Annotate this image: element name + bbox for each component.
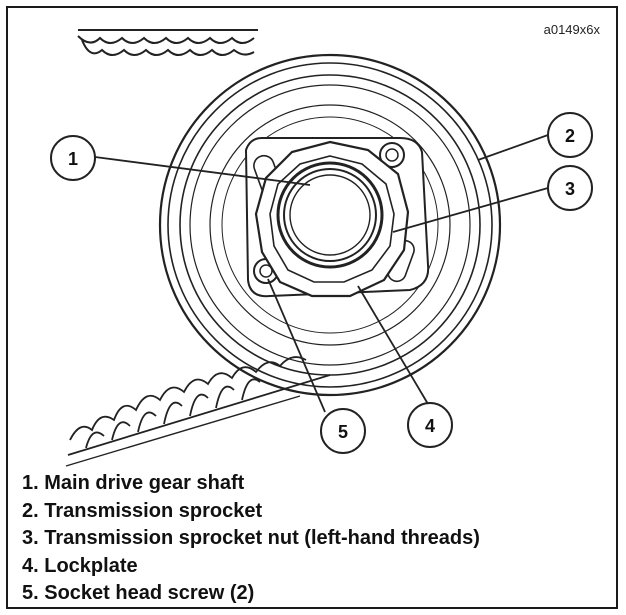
main-drive-gear-shaft [276,161,384,269]
legend-item: 2. Transmission sprocket [22,499,263,522]
legend-item: 3. Transmission sprocket nut (left-hand … [22,527,480,549]
callout-4: 4 [425,416,435,436]
callout-circle-3 [547,165,593,211]
callout-circle-1 [50,135,96,181]
drive-belt-lower [65,356,331,467]
leader-lines [94,134,549,413]
legend-item: 1. Main drive gear shaft [22,472,245,494]
legend-item: 5. Socket head screw (2) [22,582,255,604]
parts-legend: 1. Main drive gear shaft 2. Transmission… [22,470,480,608]
drive-belt-upper [77,29,258,56]
callout-5: 5 [338,422,348,442]
callout-1: 1 [68,149,78,169]
callout-3: 3 [565,179,575,199]
callout-circle-2 [547,112,593,158]
legend-item: 4. Lockplate [22,554,138,577]
figure-id: a0149x6x [543,22,600,37]
callout-2: 2 [565,126,575,146]
callout-circle-5 [320,408,366,454]
callout-circle-4 [407,402,453,448]
